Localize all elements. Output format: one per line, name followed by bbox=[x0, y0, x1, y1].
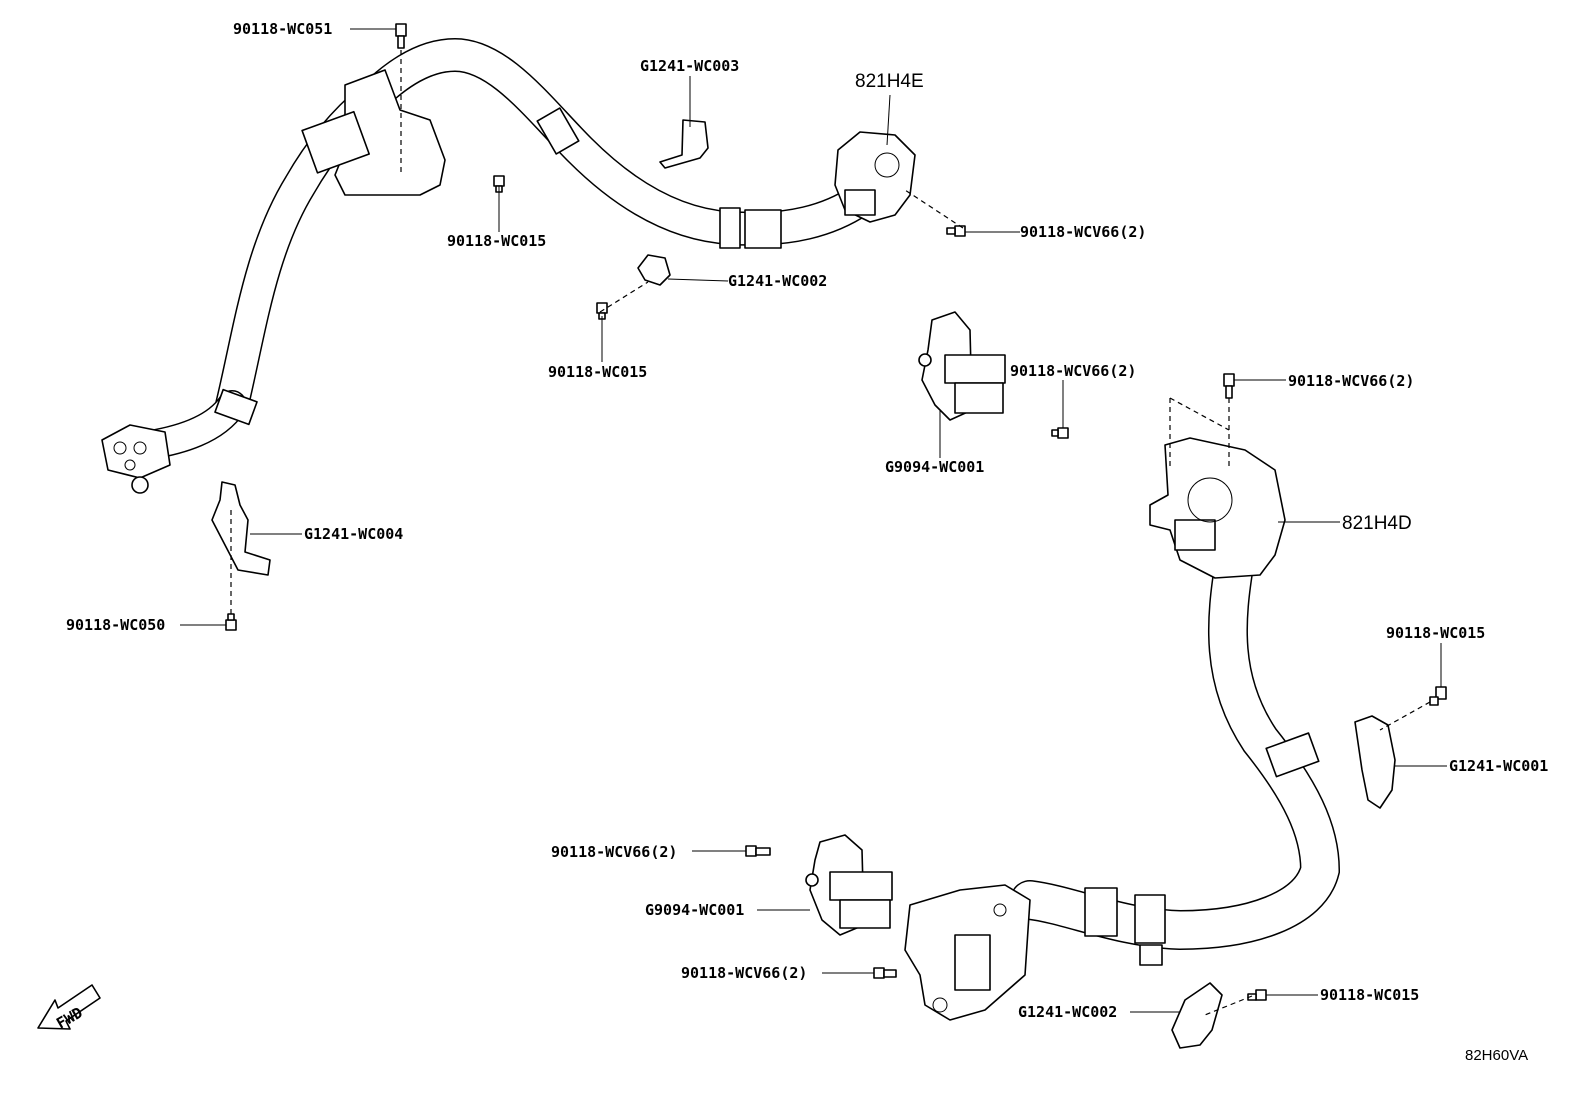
bracket-g1241-wc003[interactable] bbox=[659, 119, 709, 169]
leader-lines bbox=[180, 28, 1447, 1013]
label-g1241-wc002-a[interactable]: G1241-WC002 bbox=[728, 272, 827, 290]
label-90118-wcv66-c[interactable]: 90118-WCV66(2) bbox=[1288, 372, 1414, 390]
label-821h4d[interactable]: 821H4D bbox=[1342, 513, 1412, 534]
label-90118-wcv66-b[interactable]: 90118-WCV66(2) bbox=[1010, 362, 1136, 380]
label-g1241-wc003[interactable]: G1241-WC003 bbox=[640, 57, 739, 75]
label-g1241-wc001[interactable]: G1241-WC001 bbox=[1449, 757, 1548, 775]
bolt-icon bbox=[225, 23, 1447, 1001]
harness-821h4e[interactable] bbox=[101, 37, 916, 494]
bracket-g1241-wc002-upper[interactable] bbox=[637, 254, 671, 286]
install-lines bbox=[230, 50, 1431, 1016]
label-g1241-wc004[interactable]: G1241-WC004 bbox=[304, 525, 403, 543]
label-g9094-wc001-a[interactable]: G9094-WC001 bbox=[885, 458, 984, 476]
sensor-g9094-wc001-lower[interactable] bbox=[805, 834, 893, 936]
bracket-g1241-wc001[interactable] bbox=[1354, 715, 1396, 809]
label-90118-wcv66-a[interactable]: 90118-WCV66(2) bbox=[1020, 223, 1146, 241]
label-90118-wc051[interactable]: 90118-WC051 bbox=[233, 20, 332, 38]
bracket-g1241-wc002-lower[interactable] bbox=[1171, 982, 1223, 1049]
label-90118-wc015-c[interactable]: 90118-WC015 bbox=[1386, 624, 1485, 642]
label-g9094-wc001-b[interactable]: G9094-WC001 bbox=[645, 901, 744, 919]
label-90118-wc015-d[interactable]: 90118-WC015 bbox=[1320, 986, 1419, 1004]
label-821h4e[interactable]: 821H4E bbox=[855, 71, 924, 92]
label-90118-wcv66-d[interactable]: 90118-WCV66(2) bbox=[551, 843, 677, 861]
label-90118-wc015-a[interactable]: 90118-WC015 bbox=[447, 232, 546, 250]
diagram-reference-code: 82H60VA bbox=[1465, 1047, 1528, 1064]
bracket-g1241-wc004[interactable] bbox=[211, 481, 271, 576]
label-g1241-wc002-b[interactable]: G1241-WC002 bbox=[1018, 1003, 1117, 1021]
label-90118-wc050[interactable]: 90118-WC050 bbox=[66, 616, 165, 634]
forward-arrow-icon: FWD bbox=[37, 984, 101, 1033]
label-90118-wcv66-e[interactable]: 90118-WCV66(2) bbox=[681, 964, 807, 982]
label-90118-wc015-b[interactable]: 90118-WC015 bbox=[548, 363, 647, 381]
harness-821h4d[interactable] bbox=[904, 437, 1341, 1021]
sensor-g9094-wc001-upper[interactable] bbox=[918, 311, 1006, 421]
